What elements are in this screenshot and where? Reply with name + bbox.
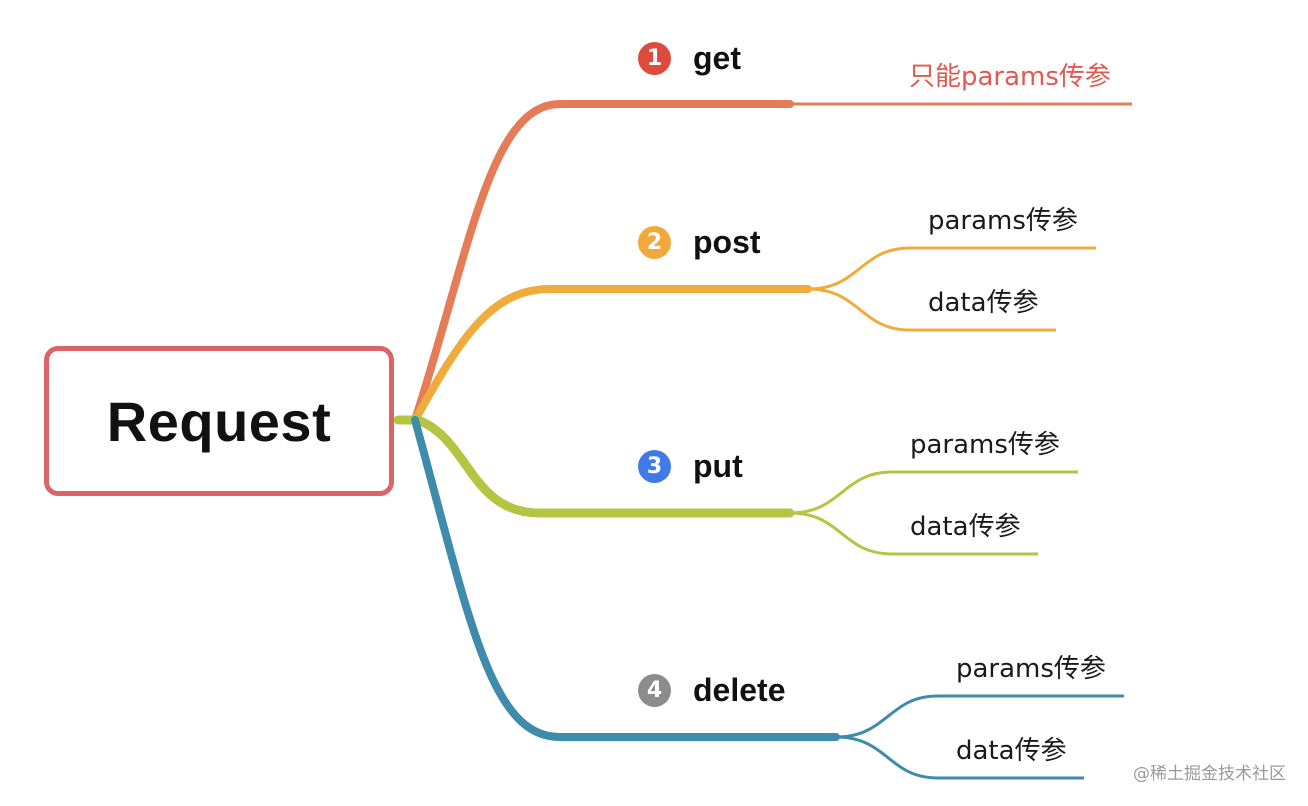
connector-put [393,415,795,518]
leaf-post-data: data传参 [928,288,1039,318]
connector-delete-leaf-1 [835,694,1124,739]
connector-post [411,285,812,424]
watermark: @稀土掘金技术社区 [1133,764,1286,784]
branch-put-label: put [693,447,743,484]
connector-delete-leaf-2 [835,735,1084,780]
root-node: Request [44,346,394,496]
connector-get [411,100,794,424]
branch-delete-label: delete [693,671,786,708]
leaf-delete-params: params传参 [956,654,1106,684]
leaf-put-params: params传参 [910,430,1060,460]
branch-delete: 4 delete [638,670,785,710]
leaf-put-data: data传参 [910,512,1021,542]
branch-post-label: post [693,223,761,260]
connector-put-leaf-2 [789,511,1038,556]
connector-put-leaf-1 [789,470,1078,515]
leaf-delete-data: data传参 [956,736,1067,766]
leaf-get-params: 只能params传参 [909,62,1111,92]
connector-post-leaf-2 [807,287,1056,332]
number-4-icon: 4 [638,673,671,707]
leaf-post-params: params传参 [928,206,1078,236]
branch-post: 2 post [638,222,761,262]
connector-delete [411,416,840,741]
branch-get-label: get [693,39,741,76]
number-2-icon: 2 [638,225,671,259]
root-label: Request [106,389,332,453]
connector-post-leaf-1 [807,246,1096,291]
number-3-icon: 3 [638,449,671,483]
branch-get: 1 get [638,38,741,78]
number-1-icon: 1 [638,41,671,75]
branch-put: 3 put [638,446,743,486]
